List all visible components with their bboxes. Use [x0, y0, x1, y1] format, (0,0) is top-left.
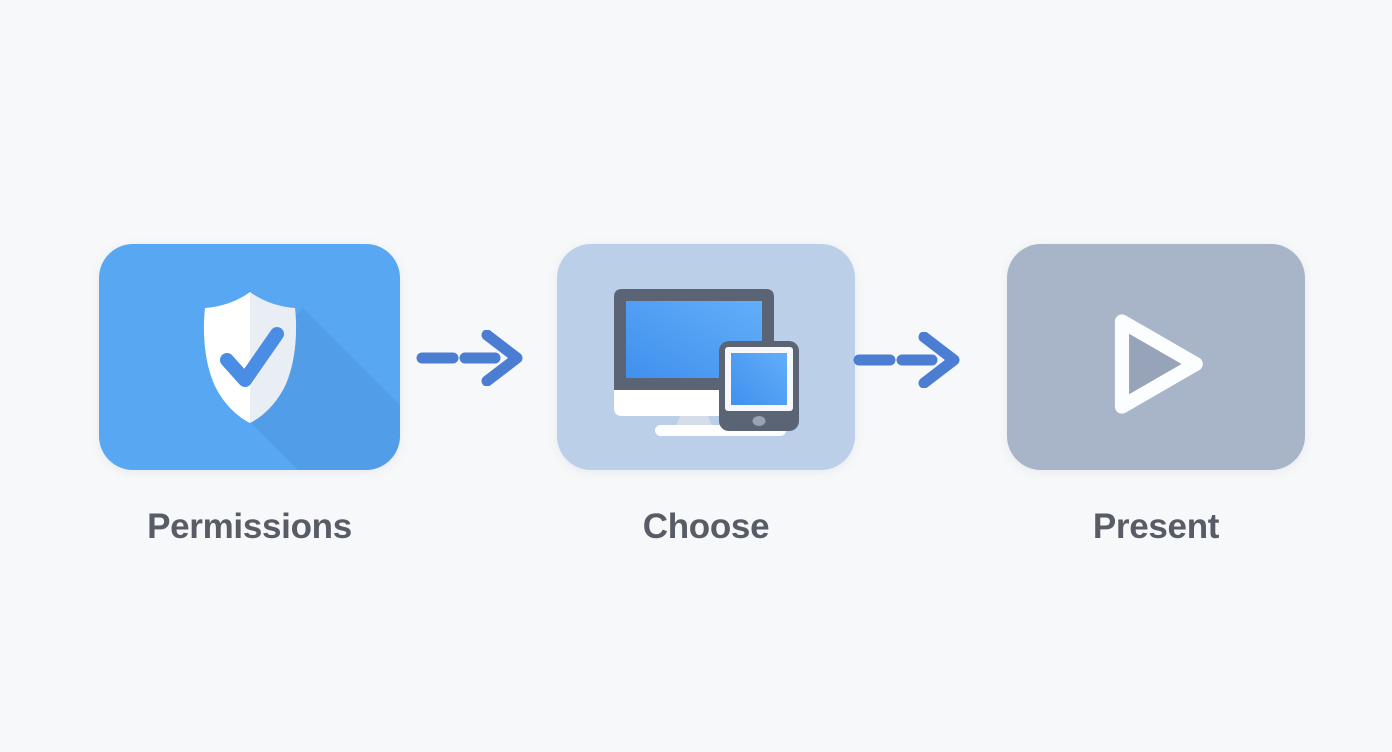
- step-card-permissions: [99, 244, 400, 470]
- step-card-present: [1007, 244, 1305, 470]
- step-label-permissions: Permissions: [147, 507, 352, 546]
- arrow-right-icon: [853, 332, 960, 388]
- shield-check-icon: [203, 292, 296, 423]
- step-label-present: Present: [1092, 507, 1220, 546]
- desktop-tablet-icon: [614, 289, 799, 436]
- step-card-choose: [557, 244, 855, 470]
- play-icon: [1114, 314, 1203, 414]
- step-label-choose: Choose: [642, 507, 770, 546]
- arrow-right-icon: [416, 330, 523, 386]
